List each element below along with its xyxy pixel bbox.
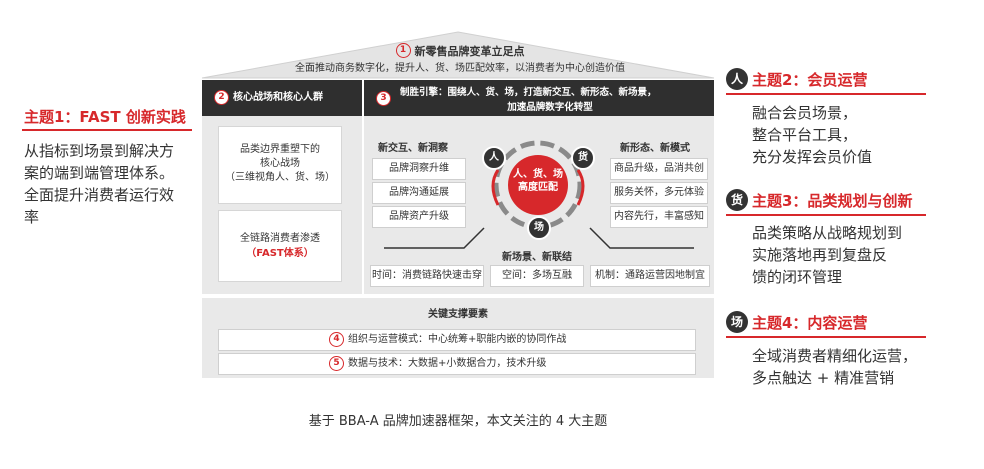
theme2-line: 充分发挥会员价值 (752, 148, 873, 166)
support-header: 关键支撑要素 (428, 309, 488, 320)
right-pill-1: 商品升级，品消共创 (610, 158, 708, 180)
bottom-pill-1: 时间：消费链路快速击穿 (370, 265, 484, 287)
number-badge-3: 3 (376, 91, 391, 106)
theme4-description: 全域消费者精细化运营， 多点触达 + 精准营销 (752, 345, 917, 389)
theme3-underline (726, 214, 926, 216)
theme4-title: 主题4：内容运营 (752, 314, 868, 332)
theme3-line: 馈的闭环管理 (752, 268, 843, 286)
center-line1: 人、货、场 (513, 169, 563, 180)
theme1-line: 从指标到场景到解决方 (24, 142, 175, 160)
support-item-4-text: 组织与运营模式：中心统筹+职能内嵌的协同作战 (348, 334, 567, 345)
theme2-underline (726, 93, 926, 95)
roof-subtitle: 全面推动商务数字化，提升人、货、场匹配效率，以消费者为中心创造价值 (295, 63, 625, 74)
section2-header-text: 核心战场和核心人群 (233, 92, 323, 103)
theme4-line: 多点触达 + 精准营销 (752, 369, 895, 387)
theme3-line: 品类策略从战略规划到 (752, 224, 903, 242)
right-pill-2: 服务关怀，多元体验 (610, 182, 708, 204)
roof-title-text: 新零售品牌变革立足点 (414, 45, 525, 58)
number-badge-1: 1 (395, 43, 411, 58)
box2-line1: 全链路消费者渗透 (240, 233, 320, 244)
left-pill-1: 品牌洞察升维 (372, 158, 466, 180)
section3-header-line1: 制胜引擎：围绕人、货、场，打造新交互、新形态、新场景， (400, 87, 657, 98)
badge-ren-icon: 人 (482, 146, 506, 170)
theme1-title: 主题1：FAST 创新实践 (24, 108, 186, 126)
theme1-line: 全面提升消费者运行效 (24, 186, 175, 204)
theme1-line: 案的端到端管理体系。 (24, 164, 175, 182)
center-text: 人、货、场 高度匹配 (508, 168, 568, 194)
badge-huo-icon: 货 (571, 146, 595, 170)
right-pill-3: 内容先行，丰富感知 (610, 206, 708, 228)
section3-header-line2: 加速品牌数字化转型 (507, 102, 593, 113)
bottom-pill-3: 机制：通路运营因地制宜 (590, 265, 710, 287)
section-divider (362, 80, 364, 294)
number-badge-2: 2 (214, 89, 229, 105)
bottom-pill-2: 空间：多场互融 (490, 265, 584, 287)
badge-chang-icon: 场 (527, 216, 551, 240)
new-form-title: 新形态、新模式 (620, 143, 690, 154)
theme3-line: 实施落地再到复盘反 (752, 246, 888, 264)
theme4-line: 全域消费者精细化运营， (752, 347, 918, 365)
theme2-line: 整合平台工具， (752, 126, 858, 144)
theme1-line: 率 (24, 208, 40, 226)
ren-icon: 人 (726, 68, 748, 90)
number-badge-4: 4 (329, 331, 344, 347)
theme3-title: 主题3：品类规划与创新 (752, 192, 913, 210)
theme3-description: 品类策略从战略规划到 实施落地再到复盘反 馈的闭环管理 (752, 222, 902, 288)
huo-icon: 货 (726, 189, 748, 211)
theme4-underline (726, 336, 926, 338)
left-pill-2: 品牌沟通延展 (372, 182, 466, 204)
figure-caption: 基于 BBA-A 品牌加速器框架，本文关注的 4 大主题 (308, 414, 608, 429)
chang-icon: 场 (726, 311, 748, 333)
support-item-5-text: 数据与技术：大数据+小数据合力，技术升级 (348, 358, 547, 369)
theme2-line: 融合会员场景， (752, 104, 858, 122)
support-item-4: 4 组织与运营模式：中心统筹+职能内嵌的协同作战 (218, 329, 696, 351)
box1-line: （三维视角人、货、场） (225, 172, 335, 183)
core-battlefield-box: 品类边界重塑下的 核心战场 （三维视角人、货、场） (218, 126, 342, 204)
theme2-title: 主题2：会员运营 (752, 71, 868, 89)
theme1-description: 从指标到场景到解决方 案的端到端管理体系。 全面提升消费者运行效 率 (24, 140, 204, 228)
box1-line: 核心战场 (260, 158, 300, 169)
new-interaction-title: 新交互、新洞察 (378, 143, 448, 154)
theme2-description: 融合会员场景， 整合平台工具， 充分发挥会员价值 (752, 102, 872, 168)
section2-header: 2 核心战场和核心人群 (202, 80, 362, 116)
theme1-underline (22, 129, 192, 131)
box2-line2: （FAST体系） (246, 248, 314, 259)
new-scene-title: 新场景、新联结 (502, 252, 572, 263)
support-item-5: 5 数据与技术：大数据+小数据合力，技术升级 (218, 353, 696, 375)
house-roof (201, 31, 715, 79)
consumer-penetration-box: 全链路消费者渗透 （FAST体系） (218, 210, 342, 282)
number-badge-5: 5 (329, 355, 344, 371)
box1-line: 品类边界重塑下的 (240, 144, 320, 155)
left-pill-3: 品牌资产升级 (372, 206, 466, 228)
connector-lines (384, 227, 694, 249)
section3-header: 3 制胜引擎：围绕人、货、场，打造新交互、新形态、新场景， 加速品牌数字化转型 (364, 80, 714, 116)
center-line2: 高度匹配 (518, 182, 558, 193)
